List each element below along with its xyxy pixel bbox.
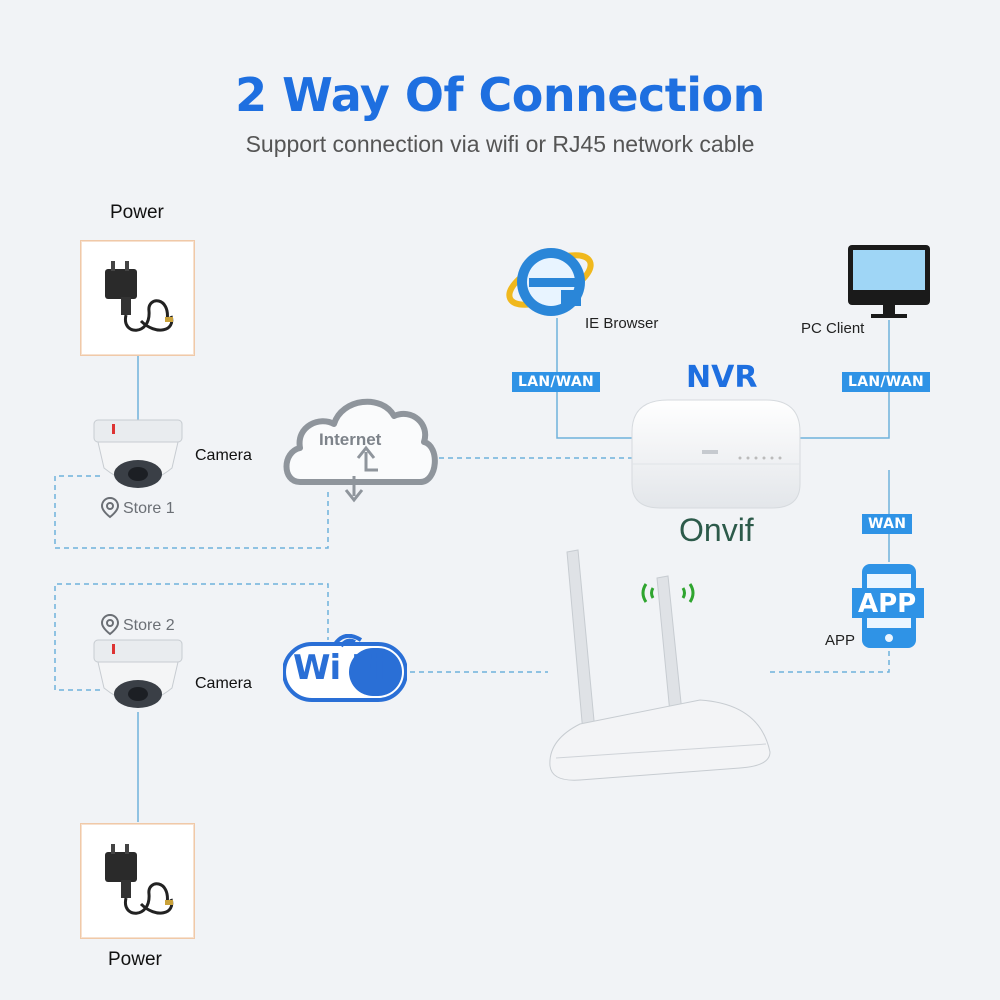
location-pin-icon — [100, 496, 120, 524]
app-icon-text: APP — [858, 589, 917, 619]
app-label: APP — [825, 632, 856, 649]
power-adapter-box-top — [80, 240, 195, 356]
monitor-icon — [845, 242, 933, 322]
nvr-box-icon — [622, 392, 812, 514]
power-adapter-icon — [105, 844, 174, 915]
power-label-bottom: Power — [108, 949, 162, 970]
onvif-label: Onvif — [679, 512, 754, 548]
nvr-label: NVR — [686, 360, 758, 395]
camera2-to-wifi-link — [54, 583, 329, 691]
wan-badge: WAN — [862, 514, 913, 534]
wifi-logo-icon — [282, 633, 408, 706]
camera-label-2: Camera — [195, 675, 252, 692]
store-label-2: Store 2 — [123, 617, 175, 634]
power-label-top: Power — [110, 202, 164, 223]
camera-label-1: Camera — [195, 447, 252, 464]
page-subtitle: Support connection via wifi or RJ45 netw… — [245, 131, 755, 157]
lan-wan-badge-right: LAN/WAN — [842, 372, 931, 392]
power-adapter-icon — [105, 261, 174, 332]
phone-app-icon — [852, 562, 924, 650]
store-label-1: Store 1 — [123, 500, 175, 517]
wifi-logo-text: Wi Fi — [293, 648, 385, 688]
camera1-to-internet-link — [54, 475, 329, 549]
ie-to-nvr-cable — [556, 318, 632, 439]
pc-to-nvr-cable — [798, 320, 890, 439]
lan-wan-badge-left: LAN/WAN — [512, 372, 601, 392]
router-to-app-link — [770, 648, 890, 673]
internet-label: Internet — [319, 430, 382, 449]
ie-browser-label: IE Browser — [585, 315, 659, 332]
wifi-signal-icon — [636, 576, 700, 615]
location-pin-icon — [100, 613, 120, 641]
power-adapter-box-bottom — [80, 823, 195, 939]
ie-browser-icon — [503, 234, 597, 328]
page-title: 2 Way Of Connection — [235, 68, 765, 122]
pc-client-label: PC Client — [801, 320, 865, 337]
